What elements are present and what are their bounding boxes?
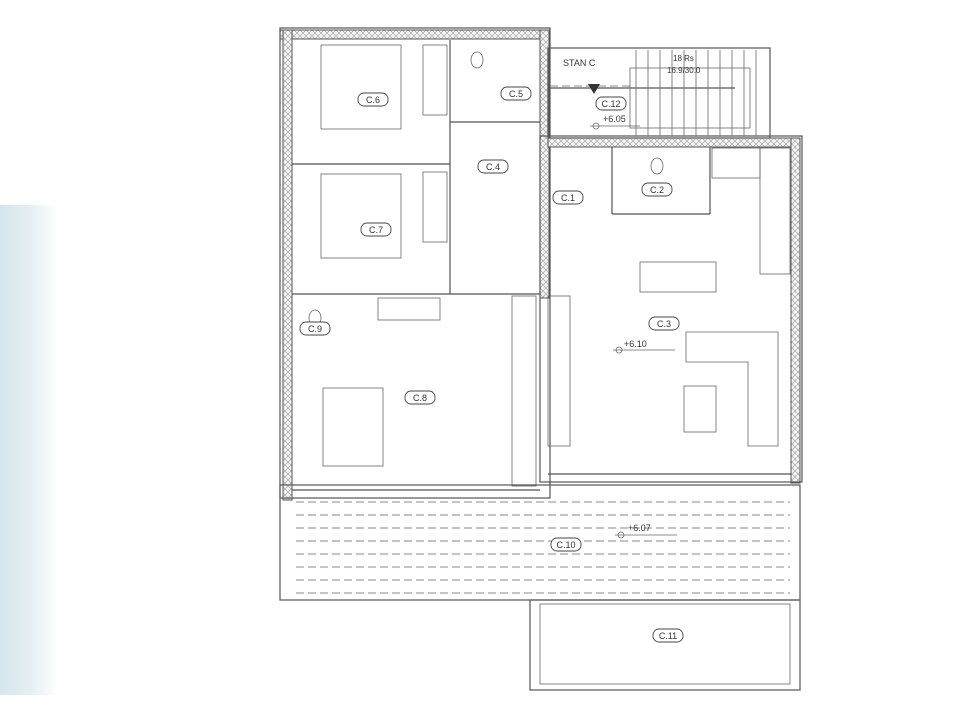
room-label: C.10 [556,540,575,550]
room-label: C.1 [561,193,575,203]
room-tag-c1: C.1 [552,190,584,205]
elevation-living: +6.10 [613,339,675,354]
room-label: C.6 [366,95,380,105]
room-label: C.2 [650,185,664,195]
room-label: C.11 [659,631,677,641]
room-label: C.5 [509,89,523,99]
room-tag-c3: C.3 [648,316,680,331]
room-tag-c7: C.7 [360,222,392,237]
room-tag-c6: C.6 [357,92,389,107]
entrance-arrow-icon [588,84,600,94]
room-label: C.8 [413,393,427,403]
right-block-walls [539,135,803,484]
toilet-c2 [650,157,664,175]
bed-c8 [322,387,384,467]
room-tag-c5: C.5 [500,86,532,101]
svg-text:+6.07: +6.07 [628,523,651,533]
terrace-c10 [279,484,801,601]
room-label: C.9 [308,324,322,334]
wardrobe-c6 [422,44,448,116]
room-tag-c11: C.11 [652,628,684,643]
unit-label: STAN C [563,58,596,68]
wardrobe-c8 [511,295,537,487]
room-tag-c4: C.4 [477,159,509,174]
stairs-dimensions: 16.9/30.0 [667,66,701,75]
wardrobe-c7 [422,171,448,243]
wardrobe-c3 [547,295,571,447]
room-tag-c12: C.12 [595,96,627,111]
stove [711,147,761,179]
elevation-entrance: +6.05 [590,114,640,130]
coffee-table [683,385,717,433]
room-tag-c9: C.9 [299,321,331,336]
kitchen-counter [759,147,791,275]
room-label: C.12 [601,99,620,109]
staircase [547,47,771,139]
toilet-c5 [470,51,484,69]
room-tag-c2: C.2 [641,182,673,197]
sofa [685,331,779,447]
svg-text:+6.05: +6.05 [603,114,626,124]
room-label: C.3 [657,319,671,329]
bed-c7 [320,173,402,259]
room-tag-c10: C.10 [550,537,582,552]
left-block-walls [279,27,551,501]
bed-c6 [320,44,402,130]
room-label: C.4 [486,162,500,172]
terrace-c11 [529,599,801,691]
elevation-terrace: +6.07 [615,523,677,539]
scan-smear [0,205,58,695]
svg-text:+6.10: +6.10 [624,339,647,349]
room-tag-c8: C.8 [404,390,436,405]
stairs-risers: 18 Rs [673,54,694,63]
sink-c8 [377,297,441,321]
furniture [308,44,791,487]
dining-table [639,261,717,293]
room-label: C.7 [369,225,383,235]
